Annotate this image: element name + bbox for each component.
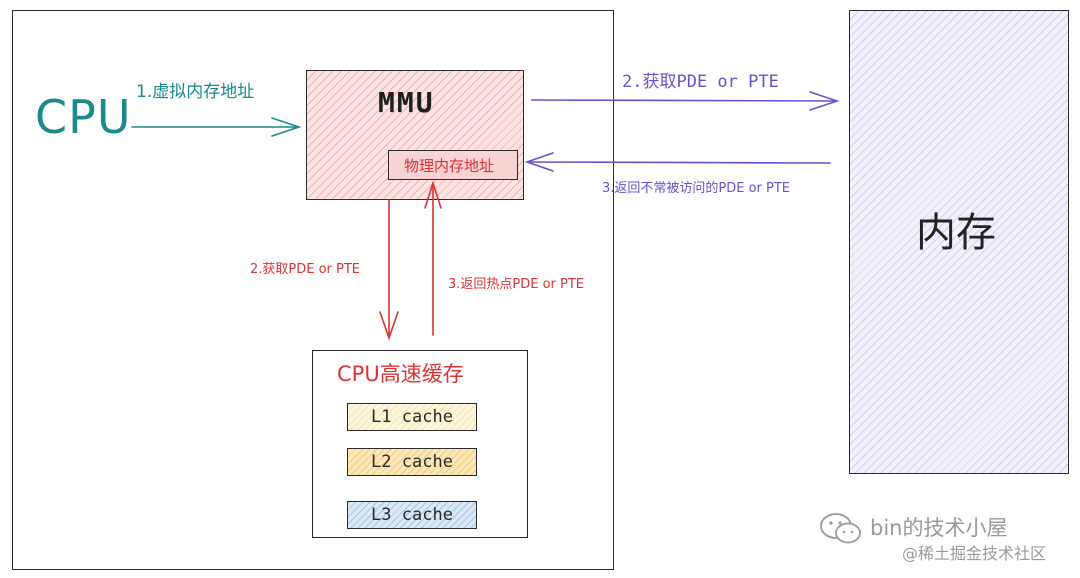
label-get-from-memory: 2.获取PDE or PTE (622, 72, 779, 92)
label-virtual-address: 1.虚拟内存地址 (136, 82, 255, 102)
cpu-label: CPU (35, 90, 132, 144)
memory-box (849, 10, 1069, 474)
label-get-from-cache: 2.获取PDE or PTE (250, 262, 361, 277)
label-return-from-cache: 3.返回热点PDE or PTE (448, 277, 585, 292)
cpu-boundary-box (12, 10, 614, 570)
arrow-return-from-cache (424, 180, 442, 336)
arrow-get-from-memory (531, 91, 840, 111)
cpu-cache-title: CPU高速缓存 (337, 362, 464, 386)
arrow-return-from-memory (524, 152, 831, 172)
physical-address-box (388, 150, 518, 180)
l1-cache-box: L1 cache (347, 403, 477, 431)
arrow-virtual-address (131, 117, 302, 137)
watermark-author: bin的技术小屋 (870, 516, 1008, 540)
wechat-icon (820, 513, 861, 544)
l2-cache-box: L2 cache (347, 448, 477, 476)
arrow-get-from-cache (379, 199, 399, 341)
l3-cache-box: L3 cache (347, 501, 477, 529)
physical-address-label: 物理内存地址 (404, 157, 495, 175)
mmu-title: MMU (378, 86, 435, 119)
watermark-community: @稀土掘金技术社区 (902, 544, 1047, 563)
label-return-from-memory: 3.返回不常被访问的PDE or PTE (602, 181, 791, 196)
memory-label: 内存 (916, 210, 996, 256)
